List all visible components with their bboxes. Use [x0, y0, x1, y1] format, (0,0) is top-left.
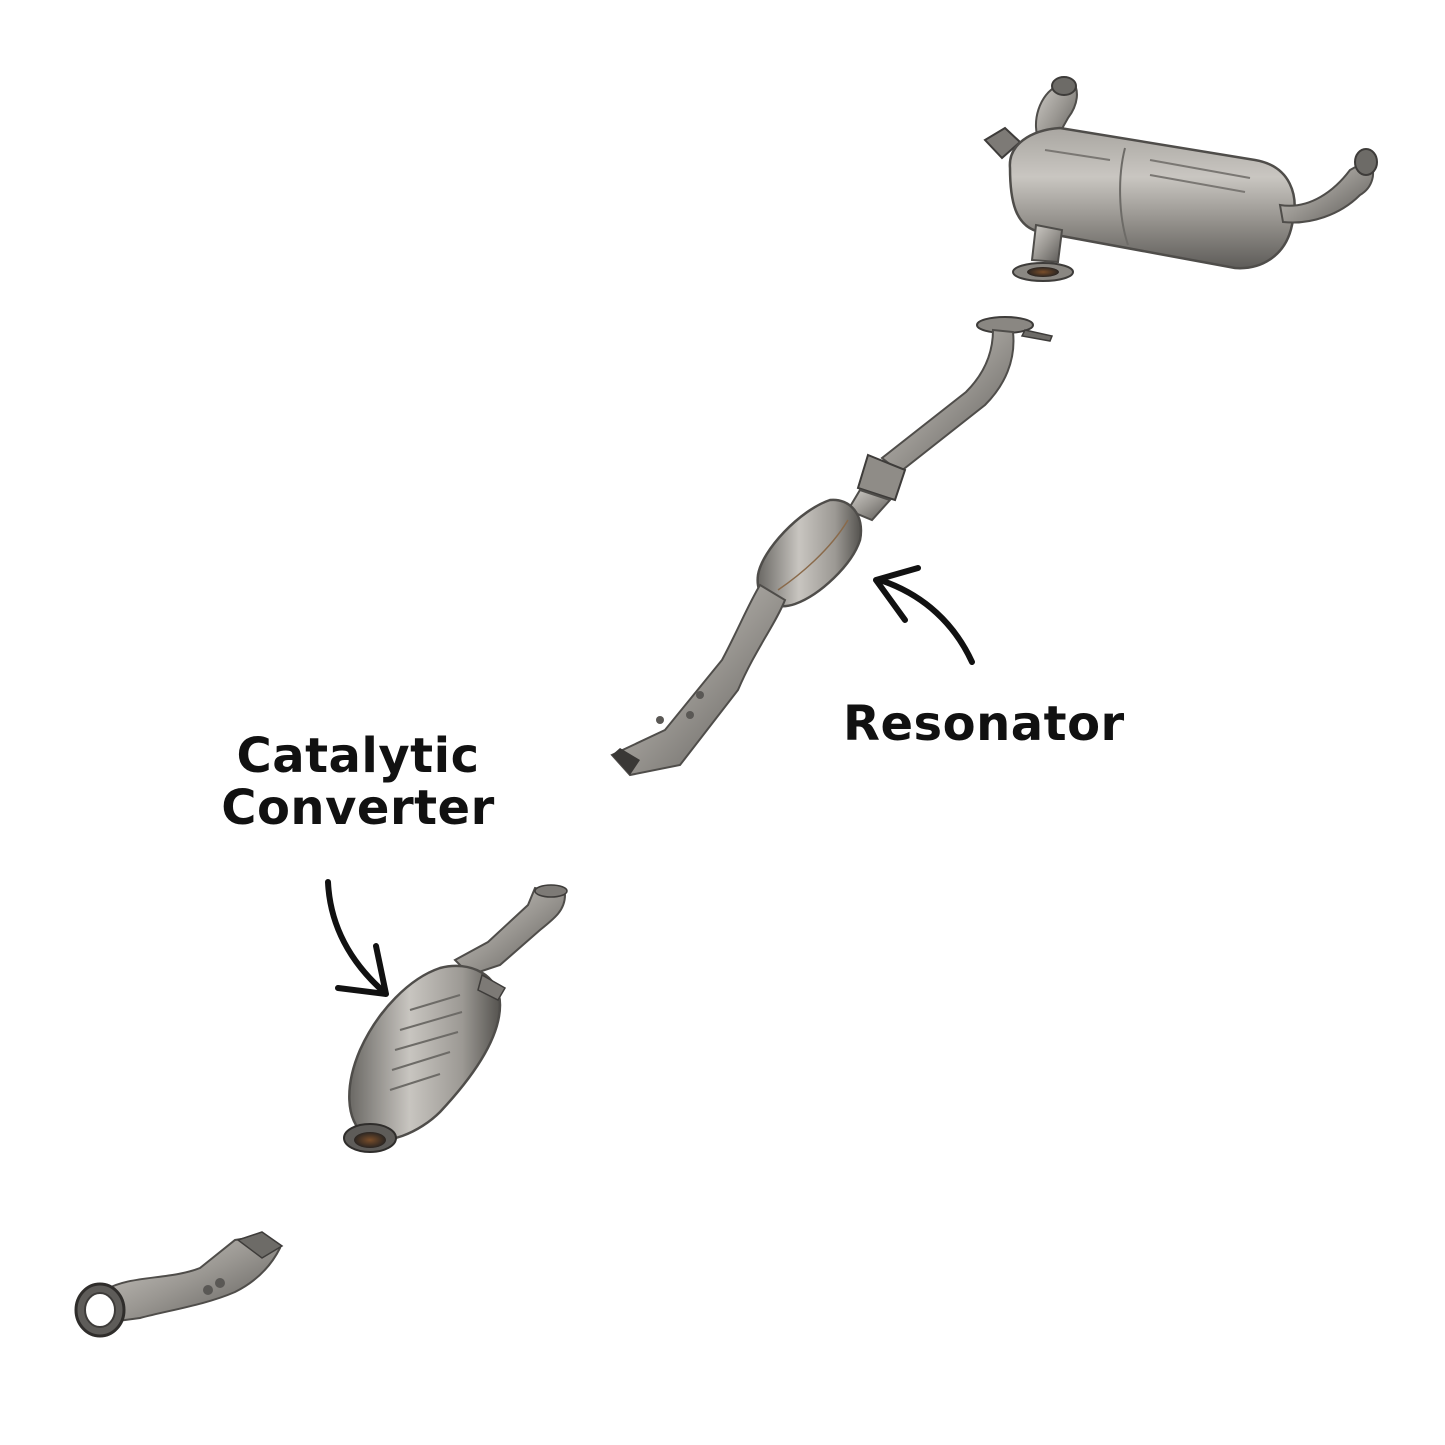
curved-arrow-icon: [325, 879, 389, 997]
mid-pipe-bolt-1: [696, 691, 704, 699]
catalytic-arrow-head: [335, 943, 389, 997]
front-pipe-inlet-hole: [84, 1292, 116, 1328]
catalytic-shield-rib-5: [389, 1073, 441, 1091]
catalytic-arrow-shaft: [325, 879, 387, 995]
muffler-right-tip: [1354, 148, 1378, 176]
catalytic-inlet-hole: [354, 1132, 386, 1148]
mid-pipe-bolt-3: [656, 716, 664, 724]
catalytic-converter-label: Catalytic Converter: [218, 730, 498, 834]
front-pipe-body: [103, 1234, 282, 1324]
muffler-inlet-neck: [1030, 223, 1064, 264]
resonator-arrow-head: [873, 565, 921, 623]
muffler-right-outlet-pipe: [1278, 158, 1375, 224]
catalytic-outlet-tip: [534, 884, 568, 898]
catalytic-shield-rib-3: [394, 1031, 459, 1051]
mid-pipe-bolt-2: [686, 711, 694, 719]
resonator-arrow-shaft: [877, 577, 975, 665]
catalytic-heat-shield: [348, 964, 502, 1141]
muffler-left-tip: [1051, 76, 1077, 96]
muffler-body: [1008, 126, 1296, 270]
catalytic-shield-rib-1: [409, 994, 461, 1011]
resonator-label: Resonator: [843, 696, 1125, 752]
mid-pipe-with-resonator: [610, 316, 1054, 777]
mid-pipe-joint: [856, 453, 907, 502]
resonator-seam: [777, 519, 849, 591]
mid-pipe-flange-tab: [1020, 329, 1054, 342]
muffler-rib-2: [1149, 159, 1251, 179]
muffler-rib-1: [1044, 149, 1111, 161]
catalytic-shield-rib-2: [399, 1011, 463, 1031]
rear-muffler: [983, 76, 1378, 282]
front-pipe-bolt-2: [215, 1278, 225, 1288]
front-pipe-flange: [236, 1231, 284, 1259]
curved-arrow-icon: [873, 565, 975, 665]
muffler-rib-3: [1149, 174, 1246, 193]
mid-pipe-upper-section: [880, 328, 1015, 474]
catalytic-label-line-1: Catalytic: [236, 728, 480, 784]
catalytic-converter: [343, 884, 568, 1153]
resonator-body: [756, 498, 863, 608]
mid-pipe-connector: [846, 488, 892, 522]
catalytic-label-line-2: Converter: [221, 780, 495, 836]
muffler-inlet-hole: [1027, 267, 1059, 277]
mid-pipe-lower-section: [610, 583, 787, 777]
catalytic-bracket: [477, 973, 507, 1001]
catalytic-shield-rib-4: [391, 1051, 451, 1071]
muffler-seam: [1119, 147, 1129, 246]
catalytic-outlet-pipe: [453, 886, 567, 977]
mid-pipe-outlet-cut: [612, 748, 640, 775]
front-flex-pipe: [74, 1231, 284, 1338]
front-pipe-bolt-1: [203, 1285, 213, 1295]
